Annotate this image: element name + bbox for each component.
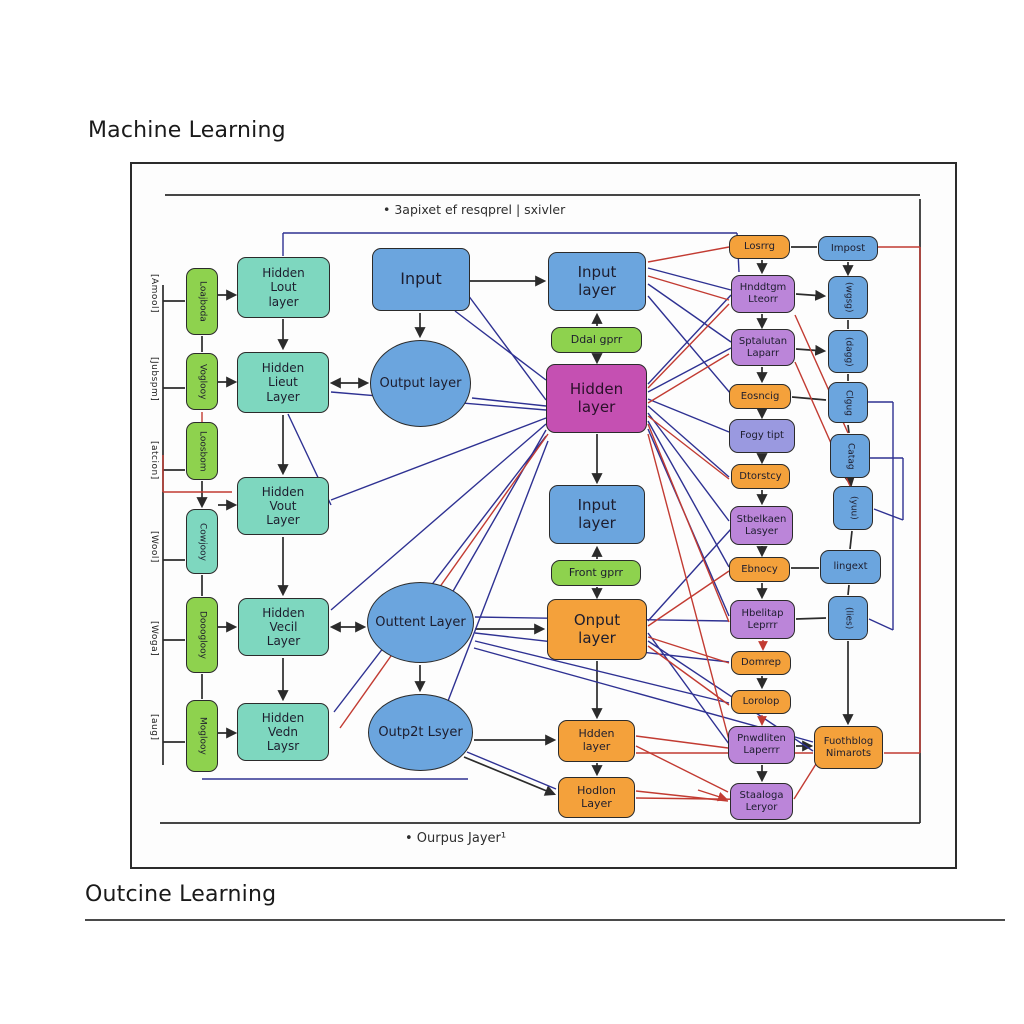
bottom-heading: Outcine Learning [85, 882, 277, 907]
node-yuu: (yuu) [833, 486, 873, 530]
node-pnwdliten-laperrr: Pnwdliten Laperrr [728, 726, 795, 764]
node-losrrg: Losrrg [729, 235, 790, 259]
node-catag: Catag [830, 434, 870, 478]
node-lies: (lies) [828, 596, 868, 640]
side-label-3: [atcion] [149, 441, 159, 480]
node-eosncig: Eosncig [729, 384, 791, 409]
node-front-gprr: Front gprr [551, 560, 641, 586]
node-box-doooglooy: Doooglooy [186, 597, 218, 673]
node-hnddtgm-lteorr: Hnddtgm Lteorr [731, 275, 795, 313]
node-input-box: Input [372, 248, 470, 311]
node-hodlon-layer: Hodlon Layer [558, 777, 635, 818]
page-title: Machine Learning [88, 118, 286, 143]
node-clgug: Clgug [828, 382, 868, 423]
node-box-loajboda: Loajboda [186, 268, 218, 335]
node-staaloga-leryor: Staaloga Leryor [730, 783, 793, 820]
node-hidden-vedn-laysr: Hidden Vedn Laysr [237, 703, 329, 761]
node-box-moglooy: Moglooy [186, 700, 218, 772]
node-box-voglooy: Voglooy [186, 353, 218, 410]
side-label-5: [Woga] [149, 621, 159, 657]
top-bullet-note: • 3apixet ef resqprel | sxivler [383, 202, 566, 217]
node-onput-layer: Onput layer [547, 599, 647, 660]
bottom-bullet-note: • Ourpus Jayer¹ [405, 831, 507, 846]
side-label-2: [Jubspm] [149, 357, 159, 402]
node-dtorstcy: Dtorstcy [731, 464, 790, 489]
node-output-lsyer-ellipse: Outp2t Lsyer [368, 694, 473, 771]
node-hidden-lieut-layer: Hidden Lieut Layer [237, 352, 329, 413]
node-sptalutan-laparr: Sptalutan Laparr [731, 329, 795, 366]
node-stbelkaen-lasyer: Stbelkaen Lasyer [730, 506, 793, 545]
node-lorolop: Lorolop [731, 690, 791, 714]
side-label-1: [Amool] [149, 274, 159, 313]
node-hidden-vecil-layer: Hidden Vecil Layer [238, 598, 329, 656]
node-fogy-tipt: Fogy tipt [729, 419, 795, 453]
node-box-cowjooy: Cowjooy [186, 509, 218, 574]
node-ebnocy: Ebnocy [729, 557, 790, 582]
node-input-layer-2: Input layer [549, 485, 645, 544]
node-hidden-lout-layer: Hidden Lout layer [237, 257, 330, 318]
node-input-layer-1: Input layer [548, 252, 646, 311]
node-wgsg: (wgsg) [828, 276, 868, 319]
node-impost: Impost [818, 236, 878, 261]
node-lingext: lingext [820, 550, 881, 584]
node-ddal-gprr: Ddal gprr [551, 327, 642, 353]
node-domrep: Domrep [731, 651, 791, 675]
side-label-6: [aug] [149, 714, 159, 741]
node-outtent-layer-ellipse: Outtent Layer [367, 582, 474, 663]
node-hidden-vout-layer: Hidden Vout Layer [237, 477, 329, 535]
node-fuothblog-nimarots: Fuothblog Nimarots [814, 726, 883, 769]
node-hdden-layer: Hdden layer [558, 720, 635, 762]
side-label-4: [Wool] [149, 531, 159, 563]
node-box-loosbom: Loosbom [186, 422, 218, 480]
node-dagg: (dagg) [828, 330, 868, 373]
node-hidden-layer-magenta: Hidden layer [546, 364, 647, 433]
node-hbelitap-leprrr: Hbelitap Leprrr [730, 600, 795, 639]
node-output-layer-ellipse: Output layer [370, 340, 471, 427]
divider [85, 919, 1005, 921]
